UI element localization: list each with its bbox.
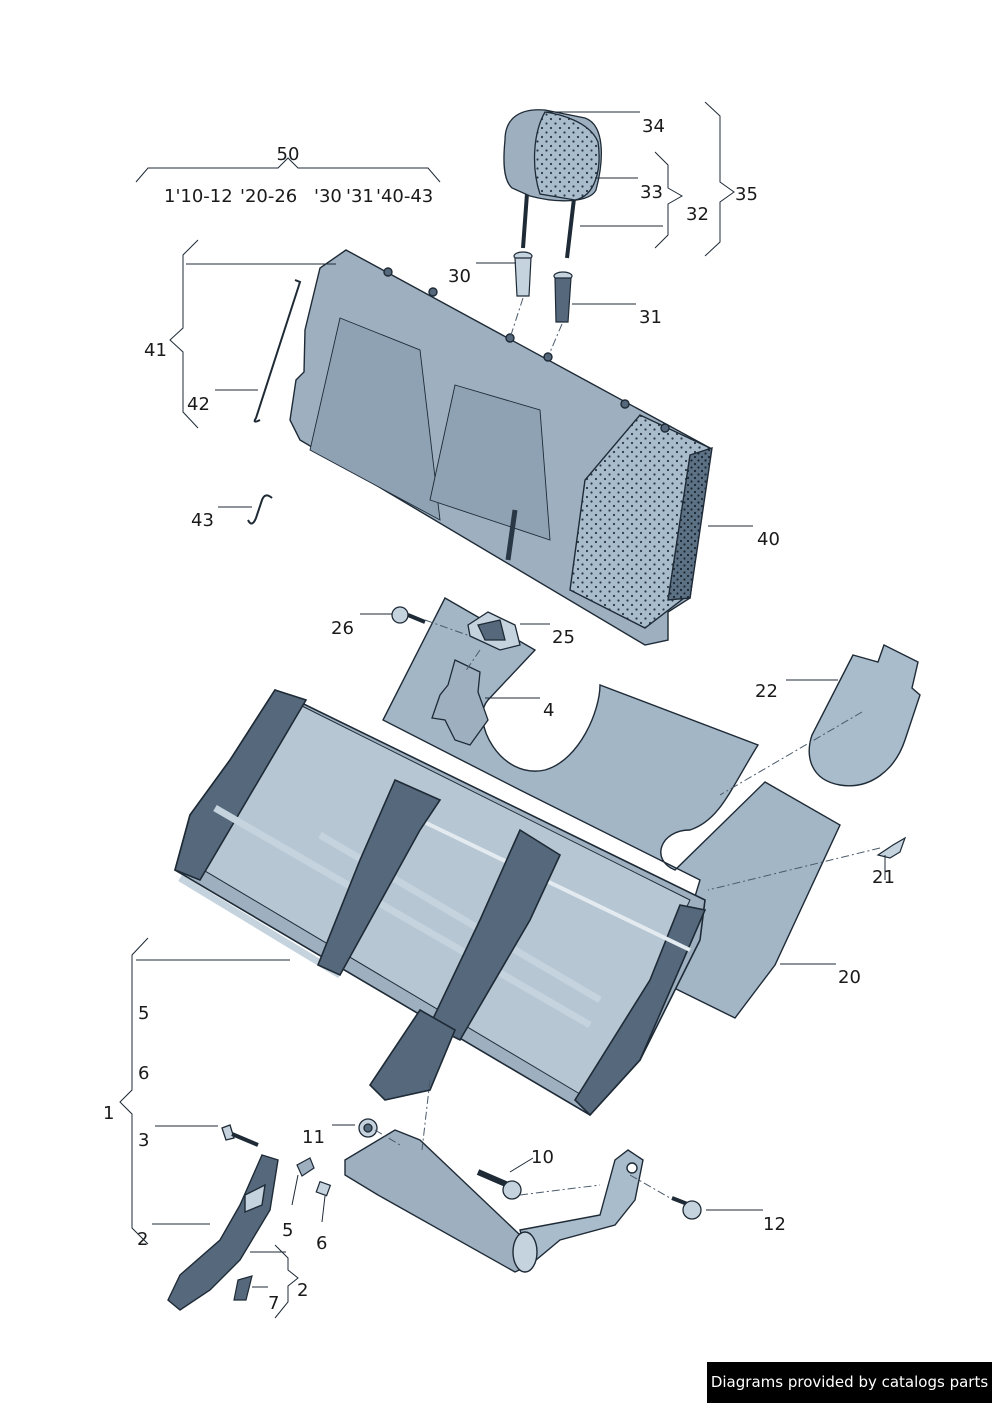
wire-rod-42 [253, 279, 302, 423]
footer-credit: Diagrams provided by catalogs parts [707, 1362, 992, 1403]
callout-10: 10 [531, 1147, 554, 1168]
callout-40: 40 [757, 529, 780, 550]
callout-34: 34 [642, 116, 665, 137]
backrest [289, 249, 713, 646]
rivet-21 [876, 836, 907, 859]
assembly-lines [374, 297, 881, 1199]
callout-30: 30 [448, 266, 471, 287]
callout-43: 43 [191, 510, 214, 531]
callout-22: 22 [755, 681, 778, 702]
code-20-26: '20-26 [240, 186, 297, 207]
clip-5 [296, 1157, 315, 1177]
seat-frame [174, 688, 707, 1117]
code-1-10-12: 1'10-12 [164, 186, 233, 207]
bolt-3 [221, 1124, 259, 1147]
callout-26: 26 [331, 618, 354, 639]
callout-11: 11 [302, 1127, 325, 1148]
cap-7 [233, 1275, 253, 1301]
code-40-43: '40-43 [376, 186, 433, 207]
code-30: '30 [314, 186, 342, 207]
hook-43 [247, 494, 273, 525]
callout-4: 4 [543, 700, 554, 721]
callout-50: 50 [277, 144, 300, 165]
screw-12 [671, 1196, 702, 1220]
callout-42: 42 [187, 394, 210, 415]
callout-32: 32 [686, 204, 709, 225]
callout-5-upper: 5 [138, 1003, 149, 1024]
code-31: '31 [346, 186, 374, 207]
callout-7: 7 [268, 1293, 279, 1314]
bracket-4 [431, 659, 489, 746]
nut-11 [358, 1118, 378, 1138]
callout-6-lower: 6 [316, 1233, 327, 1254]
callout-5-lower: 5 [282, 1220, 293, 1241]
callout-6-upper: 6 [138, 1063, 149, 1084]
buckle-25 [467, 611, 521, 651]
screw-26 [391, 606, 426, 624]
group-50-label: 50 1'10-12 '20-26 '30 '31 '40-43 [164, 144, 433, 207]
callout-1: 1 [103, 1103, 114, 1124]
callout-3: 3 [138, 1130, 149, 1151]
callout-2-upper: 2 [137, 1229, 148, 1250]
callout-31: 31 [639, 307, 662, 328]
headrest-guide-31 [553, 271, 573, 323]
cross-tube-bracket [344, 1129, 644, 1273]
callout-25: 25 [552, 627, 575, 648]
callout-2-lower: 2 [297, 1280, 308, 1301]
bolt-10 [476, 1169, 522, 1200]
cover-panel [382, 597, 841, 1019]
headrest [503, 109, 602, 259]
callout-21: 21 [872, 867, 895, 888]
callout-12: 12 [763, 1214, 786, 1235]
hinge-plate-2 [167, 1154, 279, 1311]
callout-41: 41 [144, 340, 167, 361]
callout-35: 35 [735, 184, 758, 205]
callout-20: 20 [838, 967, 861, 988]
washer-6 [315, 1180, 332, 1197]
headrest-guide-30 [513, 251, 533, 297]
leader-lines [119, 101, 886, 1319]
callout-labels: 34 33 32 35 30 31 41 42 43 40 26 25 4 22… [103, 116, 895, 1314]
trim-panel-22 [808, 644, 921, 787]
callout-33: 33 [640, 182, 663, 203]
